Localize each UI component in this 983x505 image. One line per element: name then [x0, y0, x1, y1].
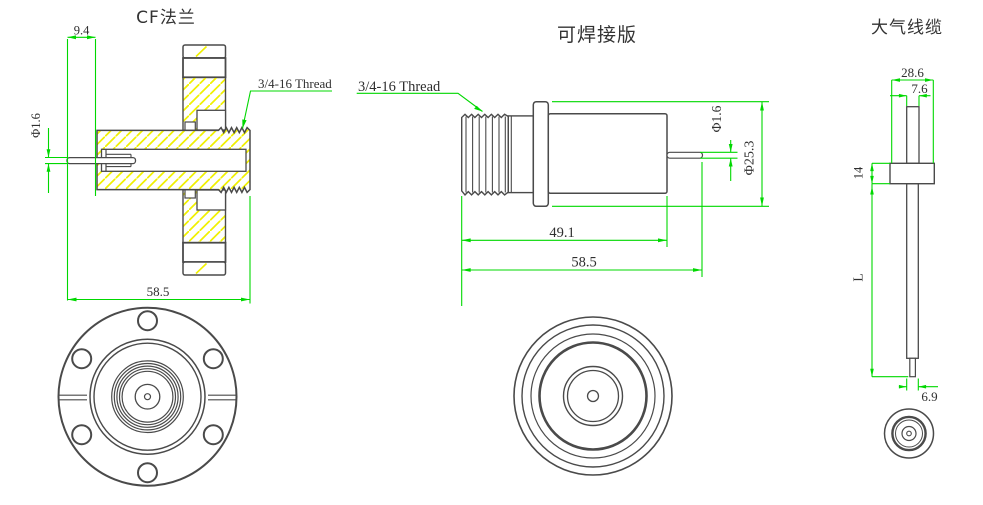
cf-flange-dimensions — [45, 35, 332, 304]
weldable-body-diameter-dim: Φ25.3 — [743, 141, 758, 176]
air-cable-front-pin — [906, 430, 912, 437]
air-cable-connector-block — [889, 162, 935, 185]
cf-thread-label: 3/4-16 Thread — [258, 76, 332, 91]
air-cable-connector-width-dim: 28.6 — [901, 65, 924, 80]
weldable-front-thread-ring — [538, 341, 648, 451]
weldable-front-pin — [586, 389, 600, 403]
air-cable-dimensions — [870, 78, 938, 391]
air-cable-tip — [909, 357, 916, 378]
air-cable-cable — [906, 183, 919, 359]
air-cable-top-rod — [906, 106, 920, 164]
air-cable-diameter-dim: 6.9 — [921, 389, 937, 404]
cf-center-pin — [66, 156, 137, 165]
weldable-body — [547, 112, 668, 195]
weldable-dimensions — [356, 92, 769, 306]
air-cable-rod-width-dim: 7.6 — [911, 81, 928, 96]
air-cable-side-view: 大气线缆 28.6 7.6 14 L 6.9 — [851, 18, 943, 404]
cf-front-bolt-holes — [71, 310, 224, 484]
cf-flange-plate-bottom — [182, 188, 227, 276]
weldable-title: 可焊接版 — [557, 24, 637, 46]
cf-front-thread-rings — [111, 360, 184, 434]
cf-front-pin — [143, 393, 152, 401]
weldable-thread-section — [461, 113, 509, 196]
weldable-front-view — [513, 316, 673, 476]
weldable-center-pin — [666, 151, 704, 159]
cf-pin-diameter-dim: Φ1.6 — [29, 113, 43, 138]
weldable-flange-disc — [532, 100, 550, 208]
cf-pin-protrusion-dim: 9.4 — [74, 24, 90, 38]
weldable-thread-label: 3/4-16 Thread — [358, 79, 441, 95]
cf-flange-body — [66, 125, 251, 195]
cf-flange-front-view — [57, 306, 238, 487]
air-cable-title: 大气线缆 — [871, 18, 943, 38]
weldable-total-length-dim: 58.5 — [571, 255, 596, 271]
weldable-neck — [507, 115, 534, 194]
cf-total-length-dim: 58.5 — [147, 284, 170, 299]
air-cable-length-dim: L — [851, 273, 866, 281]
air-cable-front-view — [883, 408, 935, 459]
cf-flange-side-view: CF法兰 9.4 Φ1.6 3/4-16 Thread 58.5 — [29, 8, 332, 304]
weldable-side-view: 可焊接版 3/4-16 Thread Φ1.6 Φ25.3 49.1 58.5 — [356, 24, 769, 306]
air-cable-connector-height-dim: 14 — [852, 166, 866, 179]
weldable-pin-diameter-dim: Φ1.6 — [709, 105, 724, 132]
cf-flange-title: CF法兰 — [136, 8, 196, 28]
weldable-body-length-dim: 49.1 — [549, 225, 574, 241]
cf-flange-plate-top — [182, 44, 227, 132]
